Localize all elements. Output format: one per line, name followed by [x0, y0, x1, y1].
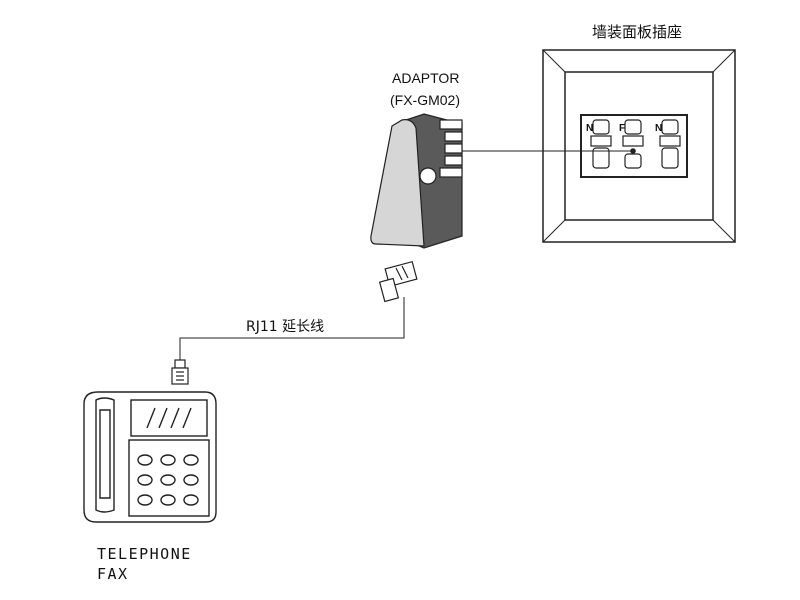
- terminal-label-n1: N: [586, 123, 593, 134]
- terminal-n-left: [590, 119, 612, 169]
- rj11-cable: [179, 297, 405, 360]
- wall-plate-inner: [564, 71, 714, 221]
- terminal-label-f: F: [619, 123, 625, 134]
- wall-plate-outer: [542, 49, 736, 243]
- telephone-fax-icon: [83, 391, 217, 523]
- terminal-block: [580, 114, 688, 178]
- adaptor-device: [370, 113, 463, 249]
- wall-socket-panel: [542, 49, 736, 243]
- terminal-f: [622, 119, 644, 169]
- terminal-label-n2: N: [655, 123, 662, 134]
- adaptor-jack-icon: [419, 167, 437, 185]
- wall-socket-title: 墙装面板插座: [592, 23, 683, 41]
- keypad: [137, 454, 199, 506]
- adaptor-model: (FX-GM02): [390, 92, 460, 108]
- adaptor-name: ADAPTOR: [392, 70, 460, 86]
- terminal-n-right: [659, 119, 681, 169]
- device-label-fax: FAX: [97, 565, 129, 583]
- cable-label: RJ11 延长线: [246, 319, 325, 335]
- device-label-telephone: TELEPHONE: [97, 545, 192, 563]
- rj11-plug-top-icon: [378, 260, 418, 303]
- rj11-plug-phone-icon: [171, 359, 189, 385]
